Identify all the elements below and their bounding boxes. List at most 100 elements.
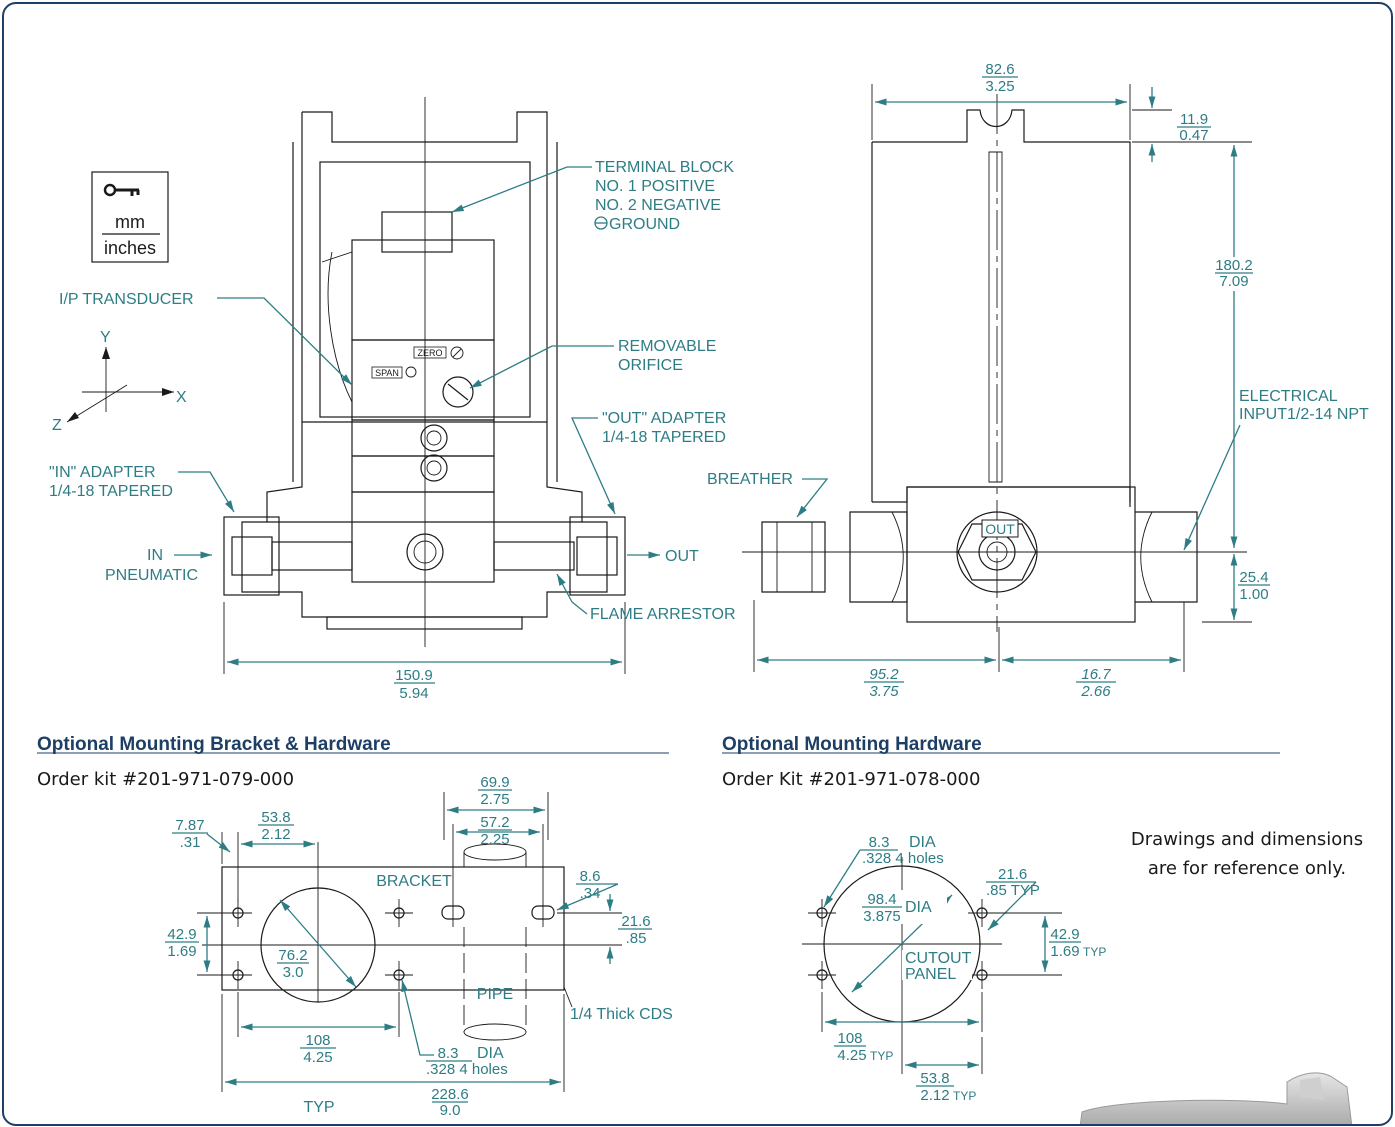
d1-in: .31 <box>180 834 201 851</box>
height-mm: 180.2 <box>1215 257 1253 274</box>
bracket-label: BRACKET <box>376 873 452 890</box>
hw-hole-in: .328 4 holes <box>862 850 944 867</box>
breather-label: BREATHER <box>707 471 793 488</box>
product-photo <box>1079 1072 1353 1124</box>
out-adapter-label: "OUT" ADAPTER <box>602 410 726 427</box>
d10-in: .328 4 holes <box>426 1061 508 1078</box>
hw-hole-mm: 8.3 <box>869 834 890 851</box>
legend-inches: inches <box>104 238 156 258</box>
out-adapter-thread: 1/4-18 TAPERED <box>602 429 726 446</box>
d7-mm: 42.9 <box>167 926 196 943</box>
out-label: OUT <box>665 548 699 565</box>
key-icon <box>103 183 140 197</box>
negative-label: NO. 2 NEGATIVE <box>595 197 721 214</box>
removable-label: REMOVABLE <box>618 338 716 355</box>
thickness-label: 1/4 Thick CDS <box>570 1006 673 1023</box>
hw-half-in: 2.12 <box>920 1087 949 1104</box>
hw-horiz-mm: 108 <box>837 1030 862 1047</box>
cutout-dia-text: DIA <box>905 899 932 916</box>
d3-mm: 69.9 <box>480 774 509 791</box>
d9-mm: 108 <box>305 1032 330 1049</box>
d2-mm: 53.8 <box>261 809 290 826</box>
hardware-order: Order Kit #201-971-078-000 <box>722 769 980 790</box>
hardware-section: Optional Mounting Hardware Order Kit #20… <box>722 734 1280 1104</box>
top-width-in: 3.25 <box>985 78 1014 95</box>
hw-horiz-in: 4.25 <box>837 1047 866 1064</box>
in-adapter-thread: 1/4-18 TAPERED <box>49 483 173 500</box>
electrical-thread: INPUT1/2-14 NPT <box>1239 406 1369 423</box>
hw-vert-typ: TYP <box>1083 945 1106 959</box>
flame-arrestor-label: FLAME ARRESTOR <box>590 606 736 623</box>
d4-in: 2.25 <box>480 831 509 848</box>
d6-mm: 21.6 <box>621 913 650 930</box>
zero-label: ZERO <box>417 348 442 358</box>
top-width-mm: 82.6 <box>985 61 1014 78</box>
key-legend: mm inches <box>91 171 169 263</box>
d10-mm: 8.3 <box>438 1045 459 1062</box>
note-line-2: are for reference only. <box>1148 858 1346 879</box>
panel-label: PANEL <box>905 966 956 983</box>
hw-offset-in: .85 TYP <box>986 882 1040 899</box>
left-width-mm: 95.2 <box>869 666 899 683</box>
cutout-in: 3.875 <box>863 908 901 925</box>
hw-dia-text: DIA <box>909 834 936 851</box>
base-height-in: 1.00 <box>1239 586 1268 603</box>
terminal-block-label: TERMINAL BLOCK <box>595 159 734 176</box>
bracket-heading: Optional Mounting Bracket & Hardware <box>37 734 391 755</box>
cutout-label: CUTOUT <box>905 950 972 967</box>
d7-in: 1.69 <box>167 943 196 960</box>
d3-in: 2.75 <box>480 791 509 808</box>
pipe-label: PIPE <box>477 986 513 1003</box>
hw-offset-mm: 21.6 <box>998 866 1027 883</box>
bracket-order: Order kit #201-971-079-000 <box>37 769 294 790</box>
side-out-label: OUT <box>985 521 1015 537</box>
d4-mm: 57.2 <box>480 814 509 831</box>
hardware-heading: Optional Mounting Hardware <box>722 734 982 755</box>
electrical-label: ELECTRICAL <box>1239 388 1338 405</box>
front-width-mm: 150.9 <box>395 667 433 684</box>
bracket-section: Optional Mounting Bracket & Hardware Ord… <box>37 734 673 1119</box>
reference-note: Drawings and dimensions are for referenc… <box>1131 829 1363 879</box>
span-label: SPAN <box>375 368 399 378</box>
technical-drawing: mm inches Y X Z ZERO SPAN <box>37 61 1369 1124</box>
hw-half-mm: 53.8 <box>920 1070 949 1087</box>
front-width-in: 5.94 <box>399 685 428 702</box>
d11-mm: 228.6 <box>431 1086 469 1103</box>
orifice-label: ORIFICE <box>618 357 683 374</box>
left-width-in: 3.75 <box>869 683 899 700</box>
notch-in: 0.47 <box>1179 127 1208 144</box>
height-in: 7.09 <box>1219 273 1248 290</box>
d5-mm: 8.6 <box>580 868 601 885</box>
d1-mm: 7.87 <box>175 817 204 834</box>
in-adapter-label: "IN" ADAPTER <box>49 464 156 481</box>
bracket-typ: TYP <box>303 1099 334 1116</box>
hw-vert-mm: 42.9 <box>1050 926 1079 943</box>
bracket-dia-text: DIA <box>477 1045 504 1062</box>
ip-transducer-label: I/P TRANSDUCER <box>59 291 194 308</box>
d9-in: 4.25 <box>303 1049 332 1066</box>
right-width-mm: 16.7 <box>1081 666 1111 683</box>
hw-vert-in: 1.69 <box>1050 943 1079 960</box>
d6-in: .85 <box>626 930 647 947</box>
axis-indicator: Y X Z <box>52 329 187 434</box>
d11-in: 9.0 <box>440 1102 461 1119</box>
side-view: OUT 82.6 3.25 11.9 0.47 180.2 7.09 ELECT… <box>707 61 1369 700</box>
hw-half-typ: TYP <box>953 1089 976 1103</box>
notch-mm: 11.9 <box>1180 111 1208 128</box>
pneumatic-label: PNEUMATIC <box>105 567 198 584</box>
axis-z-label: Z <box>52 417 62 434</box>
front-view: ZERO SPAN 150.9 5.94 TERMINA <box>49 97 736 702</box>
in-label: IN <box>147 547 163 564</box>
base-height-mm: 25.4 <box>1239 569 1268 586</box>
bracket-dia-in: 3.0 <box>283 964 304 981</box>
positive-label: NO. 1 POSITIVE <box>595 178 715 195</box>
axis-x-label: X <box>176 389 187 406</box>
legend-mm: mm <box>115 212 145 232</box>
note-line-1: Drawings and dimensions <box>1131 829 1363 850</box>
hw-horiz-typ: TYP <box>870 1049 893 1063</box>
bracket-dia-mm: 76.2 <box>278 947 307 964</box>
ground-label: GROUND <box>609 216 680 233</box>
cutout-mm: 98.4 <box>867 891 896 908</box>
d2-in: 2.12 <box>261 826 290 843</box>
